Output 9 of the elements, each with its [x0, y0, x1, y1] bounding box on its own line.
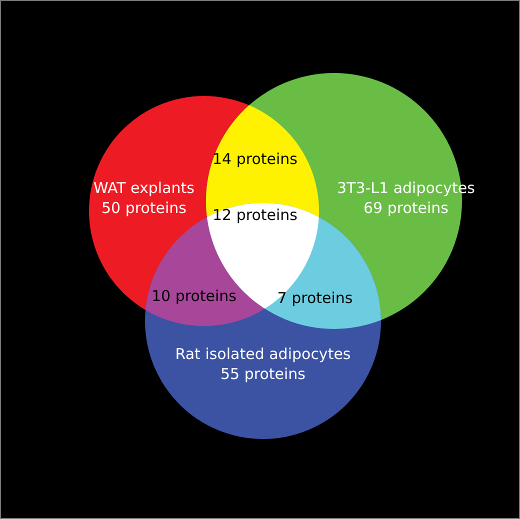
overlap-count: 7 proteins	[277, 289, 353, 307]
overlap-count: 12 proteins	[212, 206, 298, 224]
overlap-count: 10 proteins	[152, 287, 236, 305]
overlap-count: 14 proteins	[212, 150, 298, 168]
set-count: 50 proteins	[102, 199, 186, 217]
set-count: 55 proteins	[220, 365, 306, 383]
set-name: Rat isolated adipocytes	[175, 345, 351, 363]
set-name: WAT explants	[94, 179, 194, 197]
set-count: 69 proteins	[364, 199, 448, 217]
